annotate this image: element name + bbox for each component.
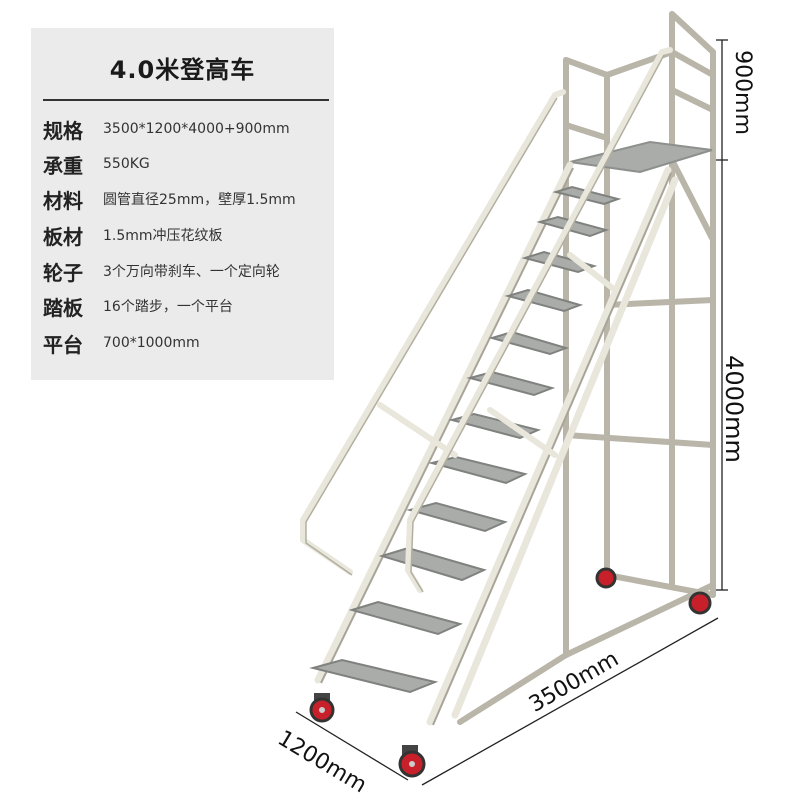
spec-label: 轮子 (43, 260, 83, 285)
spec-value: 16个踏步，一个平台 (103, 299, 233, 315)
spec-label: 踏板 (43, 295, 83, 320)
spec-value: 550KG (103, 156, 150, 172)
dimension-lines (295, 39, 728, 786)
dim-top-height: 900mm (729, 50, 755, 135)
stringer-shadow (320, 167, 672, 726)
spec-row-material: 材料 圆管直径25mm，壁厚1.5mm (43, 184, 296, 214)
handrails (300, 47, 673, 593)
top-platform (569, 140, 713, 174)
spec-label: 规格 (43, 118, 83, 143)
stringers (314, 161, 679, 726)
spec-value: 700*1000mm (103, 335, 200, 351)
spec-row-steps: 踏板 16个踏步，一个平台 (43, 291, 233, 321)
caster-front-right (398, 745, 426, 778)
spec-label: 平台 (43, 332, 83, 357)
caster-rear-right (688, 591, 712, 615)
spec-row-size: 规格 3500*1200*4000+900mm (43, 114, 290, 144)
caster-rear-left (595, 567, 617, 589)
spec-value: 1.5mm冲压花纹板 (103, 228, 223, 244)
spec-label: 板材 (43, 224, 83, 249)
spec-panel: 4.0米登高车 规格 3500*1200*4000+900mm 承重 550KG… (31, 28, 334, 380)
caster-front-left (309, 693, 335, 723)
spec-row-platform: 平台 700*1000mm (43, 328, 200, 358)
spec-row-load: 承重 550KG (43, 149, 150, 179)
treads (309, 185, 622, 694)
spec-row-plate: 板材 1.5mm冲压花纹板 (43, 220, 223, 250)
title-divider (43, 99, 329, 101)
spec-value: 3个万向带刹车、一个定向轮 (103, 264, 280, 280)
dim-main-height: 4000mm (719, 355, 748, 463)
spec-value: 3500*1200*4000+900mm (103, 121, 290, 137)
spec-label: 材料 (43, 188, 83, 213)
spec-value: 圆管直径25mm，壁厚1.5mm (103, 192, 296, 208)
product-title: 4.0米登高车 (109, 56, 256, 84)
handrail-shadow (305, 54, 665, 593)
spec-label: 承重 (43, 153, 83, 178)
spec-row-wheels: 轮子 3个万向带刹车、一个定向轮 (43, 256, 280, 286)
